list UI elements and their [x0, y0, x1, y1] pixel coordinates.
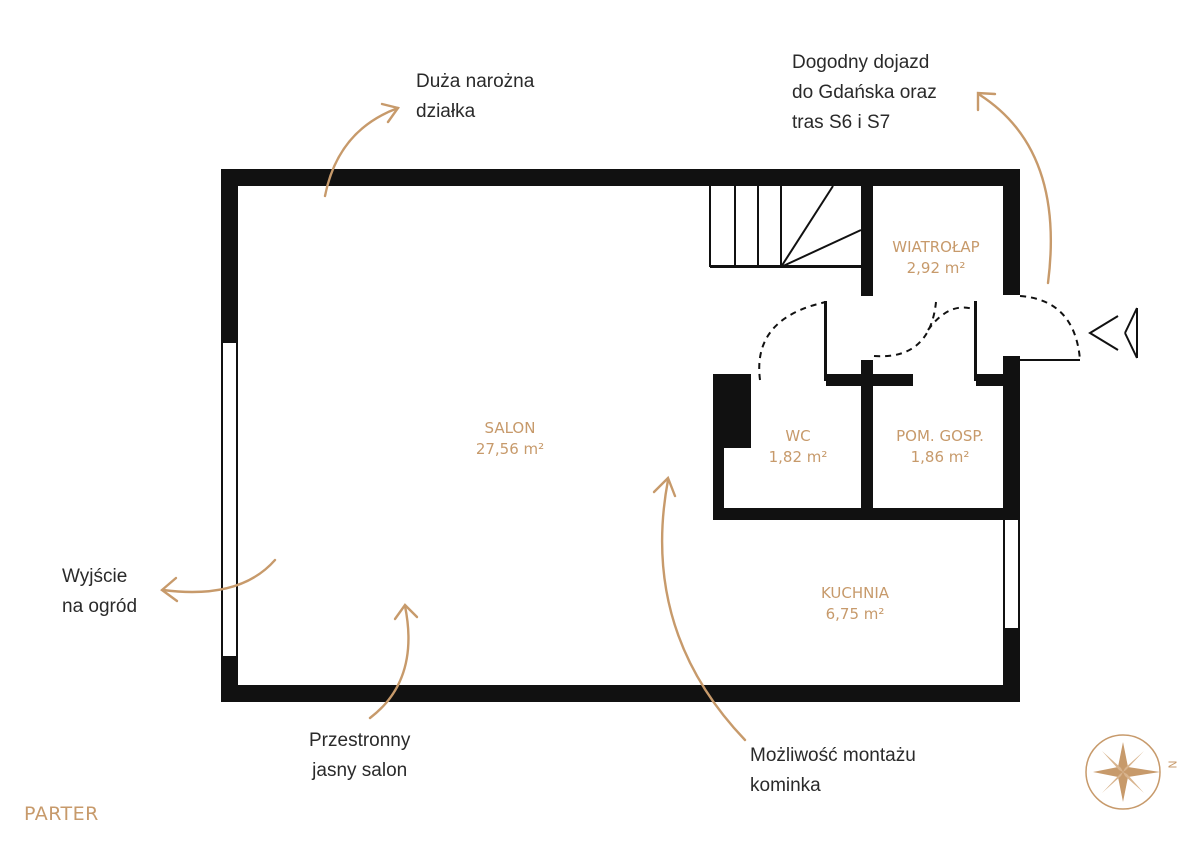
compass-north-letter: N — [1165, 760, 1179, 769]
callout-arrows — [160, 91, 1052, 742]
window-west — [221, 341, 238, 658]
room-area: 1,82 m² — [768, 448, 828, 466]
room-name: WC — [785, 427, 811, 445]
room-area: 2,92 m² — [906, 259, 966, 277]
room-label-wiatrolap: WIATROŁAP 2,92 m² — [876, 237, 996, 279]
room-name: KUCHNIA — [820, 584, 890, 602]
callout-garden-exit: Wyjście na ogród — [62, 566, 138, 617]
outer-walls — [221, 169, 1020, 702]
room-area: 1,86 m² — [910, 448, 970, 466]
callout-corner-plot: Duża narożna działka — [416, 71, 535, 122]
room-area: 27,56 m² — [475, 440, 545, 458]
room-name: SALON — [484, 419, 536, 437]
entrance-arrow-icon — [1088, 307, 1138, 359]
room-name: WIATROŁAP — [892, 238, 980, 256]
room-name: POM. GOSP. — [896, 427, 984, 445]
room-label-pom-gosp: POM. GOSP. 1,86 m² — [875, 426, 1005, 468]
windows — [221, 341, 1020, 658]
stairs — [709, 185, 862, 268]
room-label-wc: WC 1,82 m² — [748, 426, 848, 468]
door-swings — [758, 295, 1081, 381]
room-area: 6,75 m² — [825, 605, 885, 623]
interior-walls — [710, 186, 1020, 520]
callout-fireplace: Możliwość montażu kominka — [750, 745, 916, 796]
room-label-salon: SALON 27,56 m² — [460, 418, 560, 460]
callout-living-room: Przestronny jasny salon — [309, 730, 411, 781]
floor-label: PARTER — [24, 803, 99, 825]
callout-access: Dogodny dojazd do Gdańska oraz tras S6 i… — [792, 52, 937, 133]
compass-rose-icon — [1085, 734, 1161, 810]
room-label-kuchnia: KUCHNIA 6,75 m² — [805, 583, 905, 625]
window-kitchen — [1003, 518, 1020, 630]
